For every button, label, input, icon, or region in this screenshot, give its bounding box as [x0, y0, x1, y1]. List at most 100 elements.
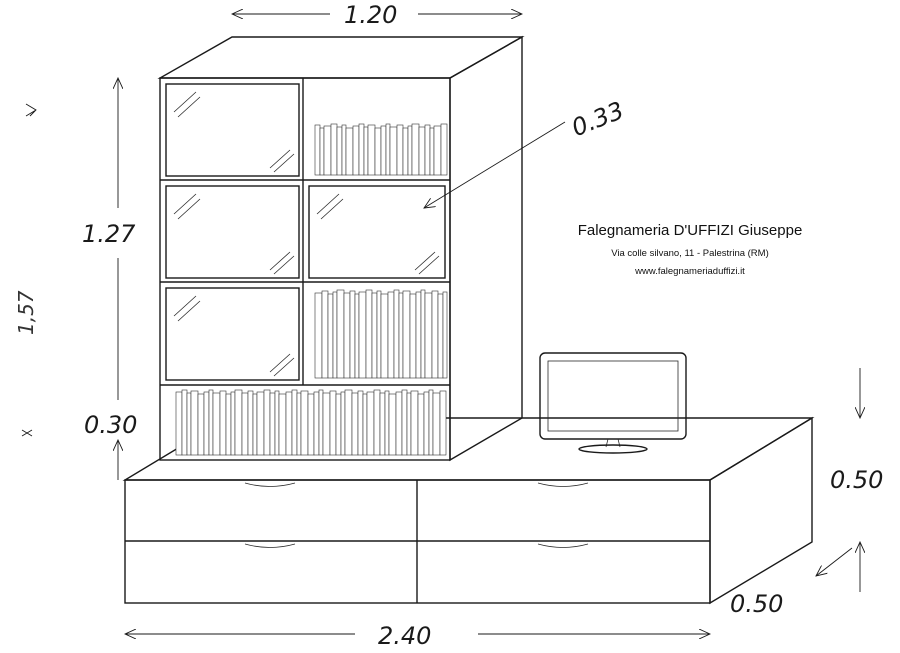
- glass-door: [165, 287, 300, 381]
- book: [429, 127, 435, 176]
- book: [190, 390, 199, 456]
- book: [407, 125, 413, 176]
- book: [323, 125, 332, 176]
- book: [321, 290, 329, 379]
- book: [300, 390, 309, 456]
- book: [314, 124, 321, 176]
- book: [345, 127, 354, 176]
- book: [319, 127, 325, 176]
- book: [344, 389, 353, 456]
- book: [410, 390, 419, 456]
- book: [212, 392, 221, 456]
- book: [432, 392, 441, 456]
- drawer-handle: [244, 543, 296, 548]
- book: [285, 391, 293, 456]
- book: [380, 125, 387, 176]
- drawer-handle: [537, 543, 589, 548]
- book: [420, 289, 426, 379]
- book: [278, 393, 287, 456]
- book: [318, 389, 324, 456]
- book: [406, 392, 412, 456]
- glass-door: [165, 185, 300, 279]
- book: [409, 293, 417, 379]
- book: [186, 392, 192, 456]
- book: [219, 390, 227, 456]
- company-name: Falegnameria D'UFFIZI Giuseppe: [577, 222, 803, 239]
- bookcase-top: [157, 36, 525, 79]
- book: [385, 123, 391, 176]
- book: [341, 124, 347, 176]
- book: [365, 289, 373, 379]
- dim-upper-height: 1.27: [82, 220, 136, 248]
- bookcase-front: [159, 77, 451, 461]
- glass-door: [165, 83, 300, 177]
- book: [402, 290, 411, 379]
- book: [335, 393, 342, 456]
- dim-total-width: 2.40: [378, 622, 431, 650]
- book: [415, 291, 422, 379]
- book: [263, 389, 271, 456]
- tv: [539, 352, 687, 454]
- book: [395, 391, 403, 456]
- book: [439, 390, 447, 456]
- margin-note: 1,57: [14, 290, 38, 335]
- book: [384, 390, 390, 456]
- dim-top-width: 1.20: [344, 1, 397, 29]
- book: [380, 293, 389, 379]
- book: [247, 390, 254, 456]
- company-block: Falegnameria D'UFFIZI Giuseppe Via colle…: [540, 222, 840, 277]
- book: [208, 389, 214, 456]
- book: [327, 293, 334, 379]
- book: [389, 126, 398, 176]
- drawer-handle: [537, 482, 589, 487]
- base-side: [709, 416, 813, 605]
- book: [252, 393, 258, 456]
- book: [354, 293, 360, 379]
- book: [332, 291, 338, 379]
- book: [357, 390, 364, 456]
- book: [387, 291, 395, 379]
- book: [418, 126, 426, 176]
- book: [440, 123, 448, 176]
- book: [291, 389, 298, 456]
- book: [256, 391, 265, 456]
- book: [307, 393, 315, 456]
- book: [322, 392, 331, 456]
- book: [376, 290, 382, 379]
- company-website: www.falegnameriaduffizi.it: [635, 266, 745, 277]
- book: [371, 292, 378, 379]
- book: [379, 392, 386, 456]
- glass-door: [308, 185, 446, 279]
- book: [330, 123, 338, 176]
- bookcase-side: [449, 35, 523, 462]
- book: [393, 289, 400, 379]
- book: [349, 290, 356, 379]
- book: [329, 390, 337, 456]
- book: [374, 127, 382, 176]
- book: [431, 290, 439, 379]
- book: [351, 392, 359, 456]
- book: [398, 292, 404, 379]
- book: [373, 389, 381, 456]
- book: [366, 391, 375, 456]
- book: [241, 392, 249, 456]
- book: [358, 291, 367, 379]
- book: [423, 391, 430, 456]
- book: [424, 124, 431, 176]
- book: [402, 127, 409, 176]
- book: [296, 392, 302, 456]
- book: [340, 391, 346, 456]
- dim-depth-upper: 0.33: [568, 96, 628, 142]
- dim-base-depth: 0.50: [730, 590, 783, 618]
- book: [367, 124, 376, 176]
- book: [428, 389, 434, 456]
- book: [396, 124, 404, 176]
- book: [269, 392, 276, 456]
- book: [314, 292, 323, 379]
- book: [336, 126, 343, 176]
- book: [362, 393, 368, 456]
- book: [225, 393, 232, 456]
- dim-base-height: 0.50: [830, 466, 883, 494]
